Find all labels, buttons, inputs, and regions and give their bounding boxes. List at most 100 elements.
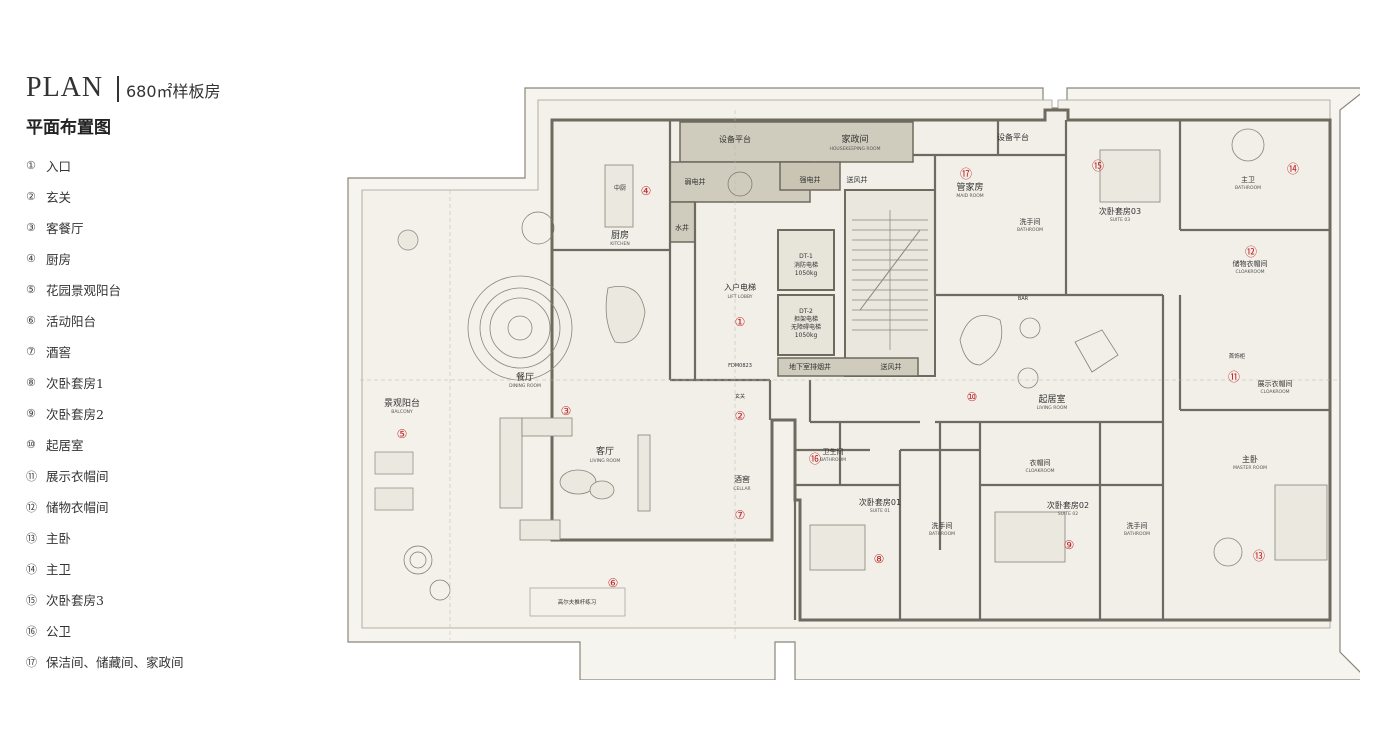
label-golf: 高尔夫推杆练习 bbox=[558, 598, 597, 606]
legend-label: 入口 bbox=[46, 159, 72, 174]
interior-floor bbox=[550, 108, 1332, 622]
legend-label: 保洁间、储藏间、家政间 bbox=[46, 655, 184, 670]
partition-walls bbox=[552, 120, 1330, 620]
legend-number: ⑭ bbox=[26, 562, 37, 576]
legend-item: ⑮ 次卧套房3 bbox=[26, 584, 184, 615]
label-cellar: 酒窖 bbox=[734, 474, 750, 484]
label-weak-shaft: 弱电井 bbox=[685, 177, 706, 186]
marker-12: ⑫ bbox=[1245, 245, 1257, 259]
label-dining: 餐厅 bbox=[516, 371, 534, 383]
marker-4: ④ bbox=[641, 184, 652, 198]
label-elevator-2b: 担架电梯 bbox=[794, 315, 818, 323]
label-storage-cloak: 储物衣帽间 bbox=[1233, 259, 1268, 268]
label-master: 主卧 bbox=[1242, 454, 1258, 464]
label-kitchen: 厨房 bbox=[611, 229, 629, 241]
label-living-en: LIVING ROOM bbox=[590, 458, 621, 464]
label-storage-cloak-en: CLOAKROOM bbox=[1235, 269, 1264, 275]
marker-8: ⑧ bbox=[874, 552, 885, 566]
label-washroom-3-en: BATHROOM bbox=[1017, 227, 1043, 233]
legend-number: ② bbox=[26, 190, 36, 203]
label-living: 客厅 bbox=[596, 445, 614, 457]
legend-number: ⑬ bbox=[26, 531, 37, 545]
legend-label: 次卧套房3 bbox=[46, 593, 104, 608]
label-master-bath: 主卫 bbox=[1241, 175, 1255, 184]
room-markers: ① ② ③ ④ ⑤ ⑥ ⑦ ⑧ ⑨ ⑩ ⑪ ⑫ ⑬ ⑭ ⑮ ⑯ ⑰ bbox=[397, 159, 1299, 590]
label-cellar-en: CELLAR bbox=[733, 486, 750, 492]
label-elevator-1b: 消防电梯 bbox=[794, 261, 818, 269]
label-washroom-2-en: BATHROOM bbox=[1124, 531, 1150, 537]
stair bbox=[852, 210, 928, 350]
label-suite-1: 次卧套房01 bbox=[859, 497, 901, 507]
label-master-bath-en: BATHROOM bbox=[1235, 185, 1261, 191]
label-maid: 管家房 bbox=[956, 181, 983, 193]
label-family: 起居室 bbox=[1038, 393, 1065, 405]
legend-label: 起居室 bbox=[46, 438, 84, 453]
legend-number: ① bbox=[26, 159, 36, 172]
kitchen-island bbox=[604, 164, 646, 344]
marker-1: ① bbox=[735, 315, 746, 329]
title-divider bbox=[117, 76, 119, 102]
marker-2: ② bbox=[735, 409, 746, 423]
marker-3: ③ bbox=[561, 404, 572, 418]
legend-item: ① 入口 bbox=[26, 150, 184, 181]
marker-9: ⑨ bbox=[1064, 538, 1075, 552]
label-cloak: 衣帽间 bbox=[1030, 458, 1051, 467]
label-door-code: FDM0823 bbox=[728, 363, 752, 369]
living-sofa bbox=[499, 417, 651, 541]
beds bbox=[809, 149, 1328, 571]
legend-number: ⑧ bbox=[26, 376, 36, 389]
label-housekeeping: 家政间 bbox=[841, 133, 868, 145]
label-cloak-en: CLOAKROOM bbox=[1025, 468, 1054, 474]
marker-7: ⑦ bbox=[735, 508, 746, 522]
label-balcony: 景观阳台 bbox=[384, 397, 420, 409]
label-suite-2-en: SUITE 02 bbox=[1058, 511, 1078, 517]
marker-11: ⑪ bbox=[1228, 370, 1240, 384]
label-suite-3-en: SUITE 03 bbox=[1110, 217, 1130, 223]
label-air-shaft: 送风井 bbox=[847, 175, 868, 184]
marker-14: ⑭ bbox=[1287, 162, 1299, 176]
legend-item: ⑰ 保洁间、储藏间、家政间 bbox=[26, 646, 184, 677]
marker-16: ⑯ bbox=[809, 452, 821, 466]
label-wc: 卫生间 bbox=[823, 447, 844, 456]
legend-label: 花园景观阳台 bbox=[46, 283, 122, 298]
legend-number: ⑰ bbox=[26, 655, 37, 669]
label-display-cloak-en: CLOAKROOM bbox=[1260, 389, 1289, 395]
label-washroom-3: 洗手间 bbox=[1020, 217, 1041, 226]
legend-number: ④ bbox=[26, 252, 36, 265]
label-air-shaft-2: 送风井 bbox=[881, 362, 902, 371]
family-furniture bbox=[959, 128, 1265, 567]
plan-subtitle: 680㎡样板房 bbox=[126, 82, 221, 101]
label-balcony-en: BALCONY bbox=[391, 409, 413, 415]
label-housekeeping-en: HOUSEKEEPING ROOM bbox=[830, 146, 881, 152]
label-elevator-1c: 1050kg bbox=[795, 270, 818, 277]
legend-number: ⑯ bbox=[26, 624, 37, 638]
marker-10: ⑩ bbox=[967, 390, 978, 404]
label-bar: BAR bbox=[1018, 296, 1029, 302]
label-display-cloak: 展示衣帽间 bbox=[1258, 379, 1293, 388]
label-suite-1-en: SUITE 01 bbox=[870, 508, 890, 514]
legend-label: 次卧套房1 bbox=[46, 376, 104, 391]
label-kitchen-small: 中厨 bbox=[614, 184, 626, 192]
floor-plan: 设备平台 家政间 HOUSEKEEPING ROOM 设备平台 管家房 MAID… bbox=[340, 80, 1360, 680]
label-suite-3: 次卧套房03 bbox=[1099, 206, 1141, 216]
plan-title: PLAN bbox=[26, 72, 104, 103]
label-kitchen-en: KITCHEN bbox=[610, 241, 630, 247]
legend-label: 公卫 bbox=[46, 624, 72, 639]
label-equipment-2: 设备平台 bbox=[997, 132, 1029, 142]
legend-number: ⑮ bbox=[26, 593, 37, 607]
label-basement-exhaust: 地下室排烟井 bbox=[789, 362, 831, 371]
legend-label: 活动阳台 bbox=[46, 314, 97, 329]
label-jewelry: 首饰柜 bbox=[1229, 352, 1246, 360]
legend-label: 展示衣帽间 bbox=[46, 469, 109, 484]
legend-label: 次卧套房2 bbox=[46, 407, 104, 422]
label-dining-en: DINING ROOM bbox=[509, 383, 541, 389]
marker-13: ⑬ bbox=[1253, 549, 1265, 563]
